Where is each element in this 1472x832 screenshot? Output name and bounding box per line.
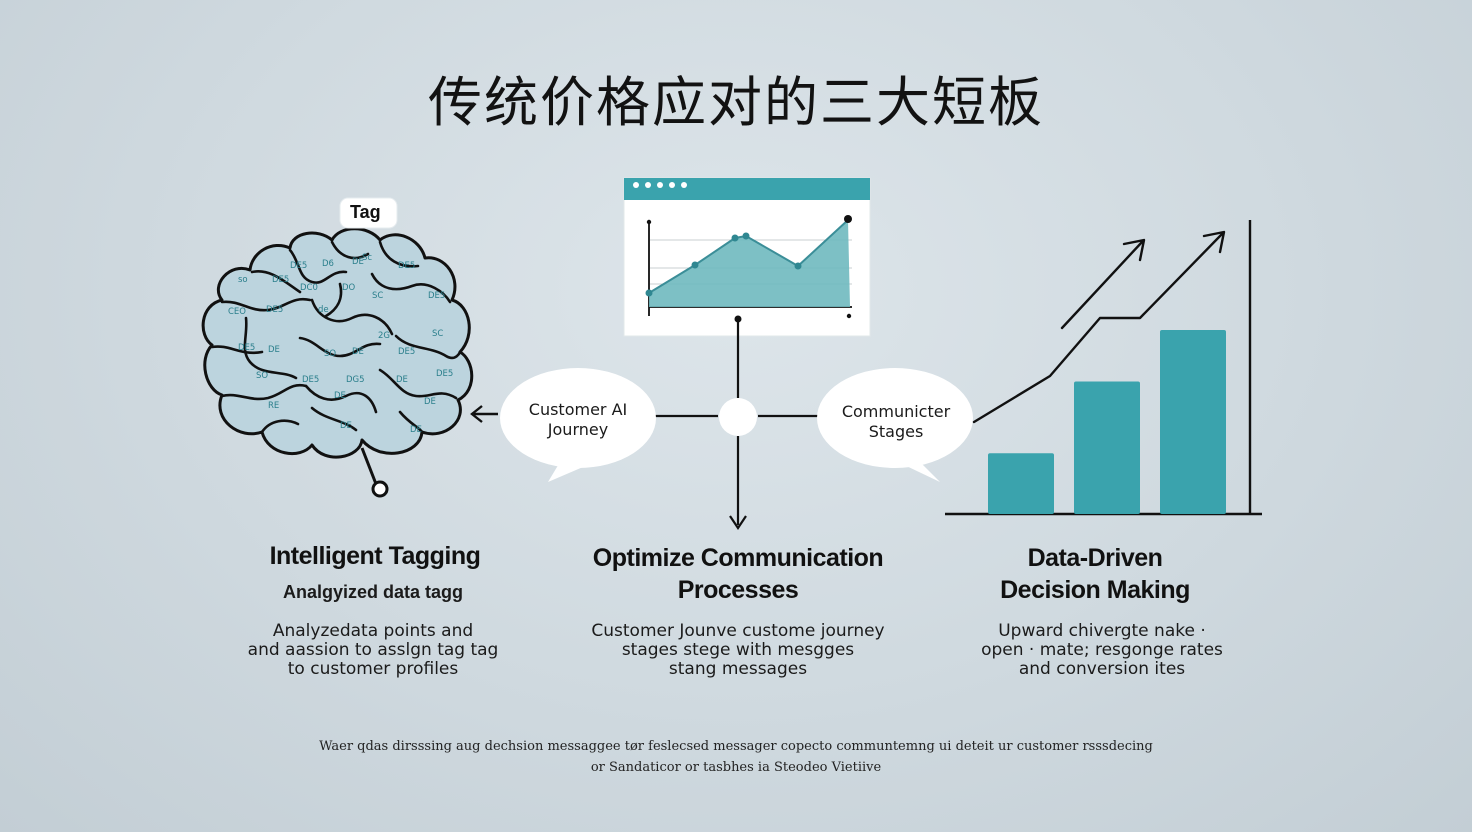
center-node <box>719 398 757 436</box>
brain-tiny-tag: D6 <box>322 259 334 269</box>
column-1-subheading: Analgyized data tagg <box>282 582 464 602</box>
brain-tiny-tag: 2G <box>378 331 390 341</box>
brain-tag-label: Tag <box>350 202 381 222</box>
bubble-right-line-1: Communicter <box>841 402 951 421</box>
column-1-heading-line-1: Intelligent Tagging <box>269 542 481 570</box>
column-1-description: Analyzedata points and and aassion to as… <box>215 622 531 679</box>
brain-tiny-tag: DE5 <box>436 369 453 379</box>
brain-tiny-tag: DE <box>352 257 364 267</box>
column-2-desc-line-1: Customer Jounve custome journey <box>591 621 885 641</box>
center-connectors <box>652 319 820 530</box>
brain-tiny-tag: DE5 <box>302 375 319 385</box>
column-2-desc-line-3: stang messages <box>668 659 808 679</box>
brain-tiny-tag: SO <box>256 371 268 381</box>
page-title: 传统价格应对的三大短板 <box>428 71 1044 134</box>
brain-tiny-tag: de <box>318 305 329 315</box>
line-chart-window <box>623 177 871 337</box>
brain-tiny-tag: DE5 <box>272 275 289 285</box>
bubble-right-line-2: Stages <box>868 422 924 441</box>
bubble-right-text: Communicter Stages <box>826 402 966 442</box>
brain-tiny-tag: SO <box>324 349 336 359</box>
bubble-left-text: Customer AI Journey <box>510 400 646 440</box>
column-3-heading: Data-Driven Decision Making <box>940 542 1250 606</box>
brain-tiny-tag: DE5 <box>398 261 415 271</box>
bubble-left-line-1: Customer AI <box>528 400 628 419</box>
column-3-desc-line-3: and conversion ites <box>1018 659 1186 679</box>
column-3-heading-line-2: Decision Making <box>1000 576 1190 604</box>
bubble-left-line-2: Journey <box>547 420 609 439</box>
column-2-heading-line-1: Optimize Communication <box>592 544 884 572</box>
column-1-desc-line-2: and aassion to asslgn tag tag <box>247 640 499 660</box>
column-2-heading: Optimize Communication Processes <box>572 542 904 606</box>
brain-tiny-tag: DE <box>340 421 352 431</box>
brain-tiny-tag: DO <box>342 283 356 293</box>
brain-tiny-tag: DE <box>352 347 364 357</box>
brain-tiny-tag: DE5 <box>238 343 255 353</box>
brain-tiny-tag: SC <box>432 329 443 339</box>
brain-tiny-tag: DC0 <box>300 283 318 293</box>
brain-tiny-tag: SC <box>372 291 383 301</box>
column-1-desc-line-3: to customer profiles <box>287 659 459 679</box>
bubble-left <box>500 368 656 482</box>
brain-tiny-tag: DE <box>424 397 436 407</box>
column-1-heading: Intelligent Tagging <box>210 540 540 572</box>
growth-bar <box>1074 381 1140 514</box>
arrow-to-brain <box>470 405 498 423</box>
brain-tiny-tag: DE <box>410 425 422 435</box>
brain-tiny-tag: DE5 <box>290 261 307 271</box>
bubble-right <box>817 368 973 482</box>
column-2-description: Customer Jounve custome journey stages s… <box>572 622 904 679</box>
brain-tiny-tag: CEO <box>228 307 246 317</box>
footer-line-2: or Sandaticor or tasbhes ia Steodeo Viet… <box>590 760 882 775</box>
growth-bar-chart <box>945 220 1262 516</box>
footer-line-1: Waer qdas dirsssing aug dechsion messagg… <box>319 739 1153 754</box>
brain-tiny-tag: DE5 <box>398 347 415 357</box>
brain-tiny-tag: Sc <box>362 253 372 263</box>
brain-tiny-tag: DE <box>396 375 408 385</box>
brain-tiny-tag: DE <box>268 345 280 355</box>
brain-tiny-tag: DG5 <box>346 375 365 385</box>
brain-tiny-tag: DE5 <box>428 291 445 301</box>
brain-tiny-tag: DE <box>334 391 346 401</box>
column-3-desc-line-2: open · mate; resgonge rates <box>981 640 1223 660</box>
brain-tiny-tag: RE <box>268 401 279 411</box>
column-3-description: Upward chivergte nake · open · mate; res… <box>950 622 1254 679</box>
growth-bar <box>1160 330 1226 514</box>
brain-tiny-tag: so <box>238 275 248 285</box>
footer-note: Waer qdas dirsssing aug dechsion messagg… <box>0 736 1472 778</box>
column-3-heading-line-1: Data-Driven <box>1027 544 1163 572</box>
brain-tiny-tag: DE5 <box>266 305 283 315</box>
column-1-desc-line-1: Analyzedata points and <box>272 621 474 641</box>
growth-bar <box>988 453 1054 514</box>
column-2-desc-line-2: stages stege with mesgges <box>621 640 855 660</box>
column-2-heading-line-2: Processes <box>677 576 799 604</box>
column-3-desc-line-1: Upward chivergte nake · <box>998 621 1206 641</box>
